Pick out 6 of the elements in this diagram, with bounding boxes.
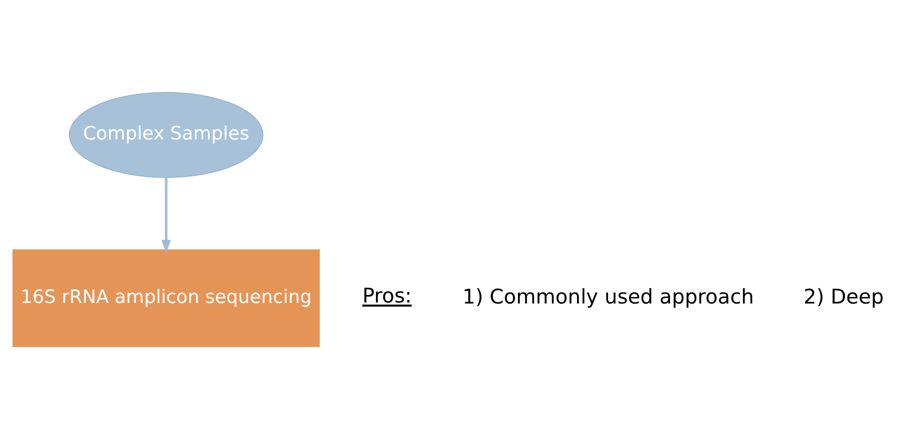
label: 2) Deep <box>804 284 884 308</box>
arrow <box>161 178 171 254</box>
label: Pros: <box>362 284 412 308</box>
node-box: 16S rRNA amplicon sequencing <box>12 249 320 348</box>
node-ellipse: Complex Samples <box>68 92 264 178</box>
label: 1) Commonly used approach <box>462 284 754 308</box>
